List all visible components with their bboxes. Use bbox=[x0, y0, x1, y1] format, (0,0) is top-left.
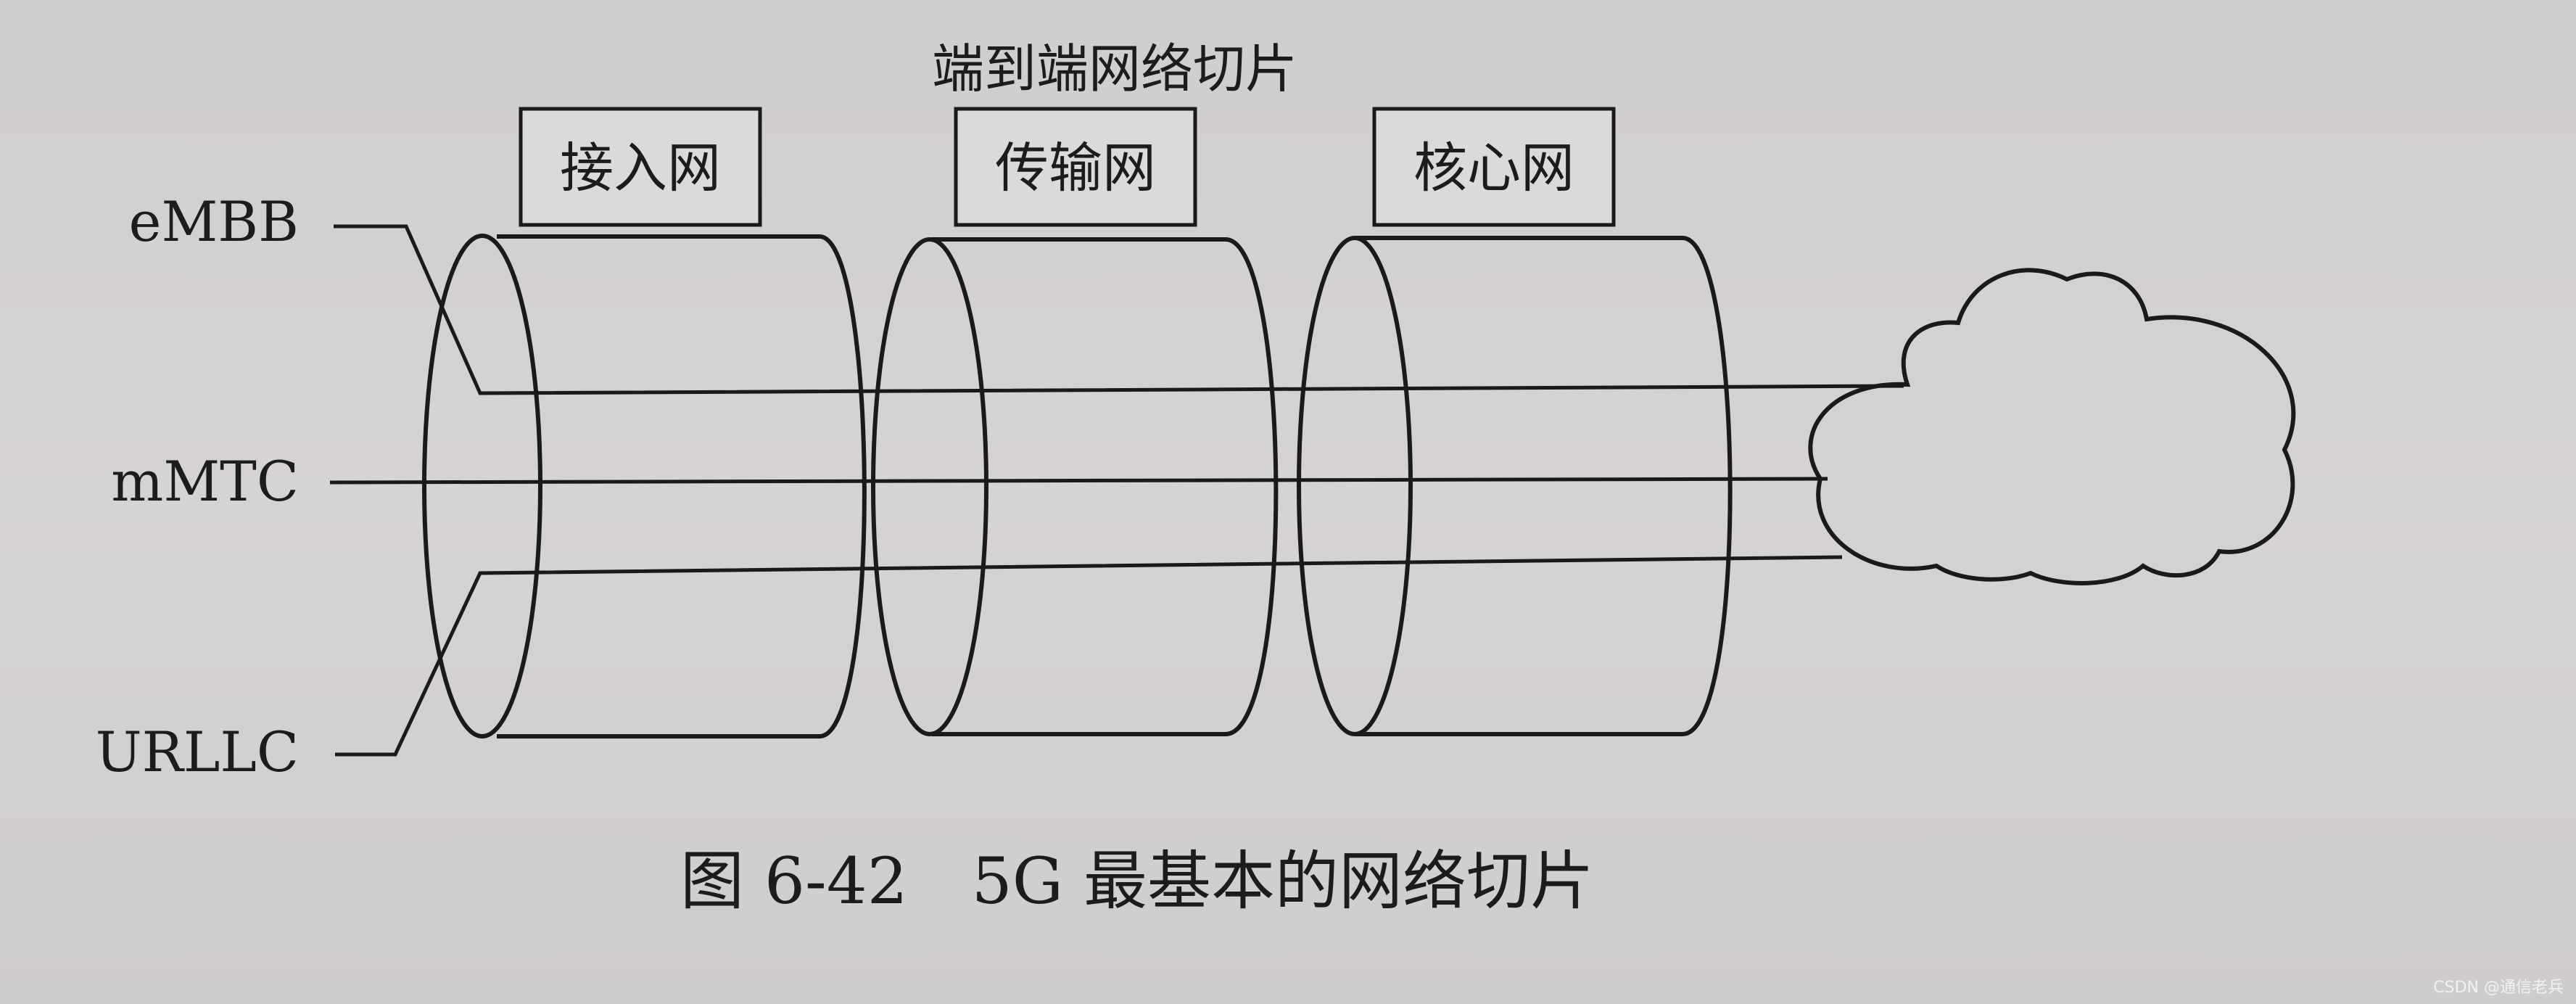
segment-box-frame bbox=[519, 107, 762, 227]
slice-line-embb bbox=[334, 224, 1904, 395]
segment-box-frame bbox=[1372, 107, 1616, 227]
slice-line-mmtc bbox=[329, 477, 1828, 485]
cylinder-core bbox=[1297, 236, 1733, 736]
slice-label-urllc: URLLC bbox=[96, 720, 299, 784]
cloud-shape bbox=[1808, 268, 2296, 585]
cylinder-front-ellipse bbox=[1297, 236, 1413, 736]
slice-line-urllc bbox=[335, 555, 1843, 757]
cylinder-body bbox=[497, 234, 867, 738]
segment-box-core: 核心网 bbox=[1372, 107, 1616, 227]
segment-box-transport: 传输网 bbox=[954, 107, 1197, 227]
cylinder-access bbox=[422, 234, 867, 738]
segment-box-access: 接入网 bbox=[519, 107, 762, 227]
cylinder-transport bbox=[871, 237, 1279, 736]
slice-label-mmtc: mMTC bbox=[111, 449, 299, 514]
figure-caption: 图 6-42 5G 最基本的网络切片 bbox=[680, 844, 1594, 918]
watermark-text: CSDN @通信老兵 bbox=[2433, 979, 2564, 997]
slice-label-embb: eMBB bbox=[129, 189, 300, 254]
cylinder-front-ellipse bbox=[871, 237, 988, 736]
segment-label-access: 接入网 bbox=[560, 137, 721, 199]
diagram-title: 端到端网络切片 bbox=[932, 38, 1297, 99]
segment-label-transport: 传输网 bbox=[995, 137, 1156, 199]
slice-lines bbox=[329, 224, 1904, 757]
cylinder-body bbox=[932, 237, 1279, 736]
cylinder-body bbox=[1356, 236, 1733, 736]
segment-box-frame bbox=[954, 107, 1197, 227]
segment-label-core: 核心网 bbox=[1413, 137, 1574, 199]
cylinder-front-ellipse bbox=[422, 234, 542, 738]
